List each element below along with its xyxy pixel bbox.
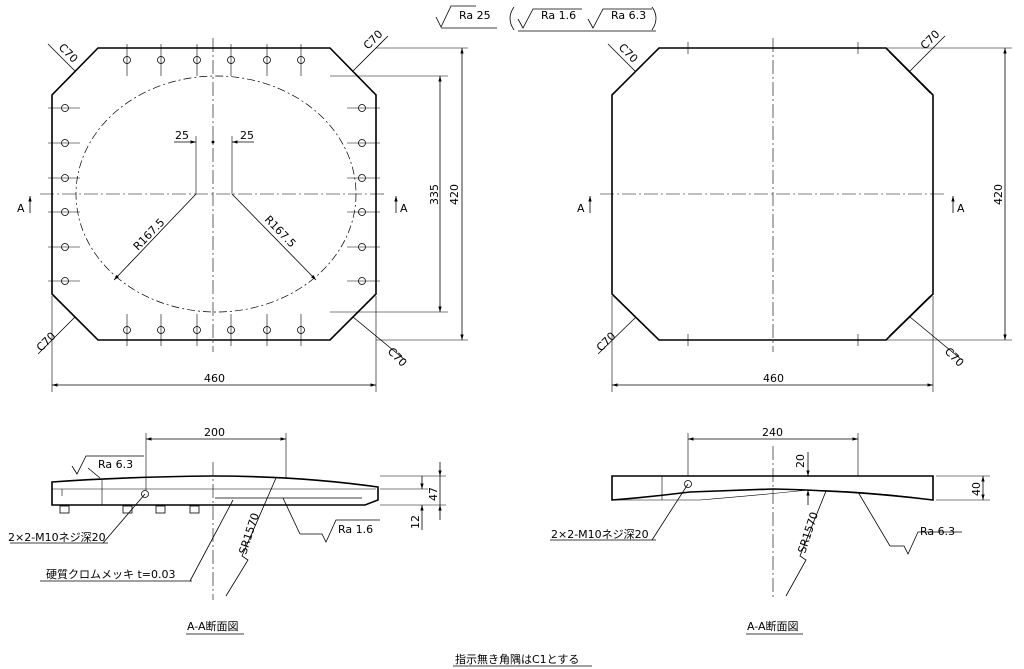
paren-left [509,6,515,31]
roughness-symbol [517,8,582,29]
thread-note: 2×2-M10ネジ深20 [551,528,649,541]
depth-dimension: 20 [794,452,810,505]
bolt [189,505,200,514]
section-mark-right: A [957,202,965,215]
offset-dimensions: 25 25 [174,129,254,194]
depth-label: 20 [794,454,807,468]
finish-callout: Ra 6.3 [857,491,962,555]
section-markers: A A [577,196,965,215]
finish-label: Ra 6.3 [920,525,955,538]
center-marks [687,42,859,346]
bottom-finish-label: Ra 1.6 [338,523,373,536]
left-plan-view: 25 25 R167.5 R167.5 C70 C70 C70 C70 A A [17,28,468,392]
bolt [59,505,70,514]
chamfer-label: C70 [34,330,59,355]
bolt-holes-bottom [123,326,305,334]
thickness-dimensions: 47 12 [380,462,446,530]
bolt-holes-right [358,104,366,285]
section-mark-left: A [17,202,25,215]
sphere-radius-label: SR1570 [236,511,262,556]
top-finish-callout: Ra 6.3 [71,455,144,479]
left-section-view: 200 Ra 6.3 Ra 1.6 47 12 [8,426,446,635]
thread-callout: 2×2-M10ネジ深20 [550,483,689,541]
roughness-alt2-label: Ra 6.3 [611,9,646,22]
thread-callout: 2×2-M10ネジ深20 [8,493,146,544]
section-outline [51,475,379,506]
offset-right-label: 25 [240,129,254,142]
thickness-total-label: 47 [427,487,440,501]
thickness-lower-label: 12 [409,515,422,529]
width-label: 460 [763,372,784,385]
bolt-holes-left [61,104,69,285]
thickness-label: 40 [970,482,983,496]
paren-right [651,6,657,31]
roughness-symbol [71,455,144,475]
length-label: 240 [762,426,783,439]
chamfer-label: C70 [918,28,943,53]
width-dimension: 460 [51,296,377,392]
section-markers: A A [17,196,408,215]
hole-center-marks [48,44,380,346]
sphere-radius-callout: SR1570 [785,490,827,597]
chamfer-label: C70 [385,345,410,370]
length-dimension: 200 [145,426,287,490]
roughness-symbol [890,531,962,555]
chamfer-callouts: C70 C70 C70 C70 [34,28,409,370]
radius-dimensions: R167.5 R167.5 [113,193,317,281]
plate-outline [51,47,377,341]
length-label: 200 [204,426,225,439]
bolt-holes-top [123,56,305,64]
roughness-symbol [587,8,652,29]
top-finish-label: Ra 6.3 [98,458,133,471]
sphere-radius-callout: SR1570 [225,477,277,597]
chamfer-inner-edge [888,295,931,337]
surface-roughness-header: Ra 25 Ra 1.6 Ra 6.3 [435,5,657,32]
thickness-dimension: 40 [936,475,990,501]
bolt [122,505,133,514]
roughness-main-label: Ra 25 [459,9,491,22]
height-dimension: 420 [886,47,1012,341]
chamfer-label: C70 [594,330,619,355]
chamfer-label: C70 [616,41,641,66]
radius-right-label: R167.5 [262,213,299,250]
chamfer-label: C70 [942,345,967,370]
plating-note: 硬質クロムメッキ t=0.03 [46,567,176,581]
chamfer-label: C70 [361,28,386,53]
right-plan-view: C70 C70 C70 C70 A A 420 460 [577,28,1012,392]
footer-note: 指示無き角隅はC1とする [453,652,592,667]
height-dimensions: 335 420 [330,47,468,341]
section-mark-left: A [577,202,585,215]
height-inner-label: 335 [428,184,441,205]
sphere-radius-leader [225,477,277,597]
offset-left-label: 25 [175,129,189,142]
thread-note: 2×2-M10ネジ深20 [8,531,106,544]
right-section-view: 240 20 40 Ra 6.3 2×2-M10ネジ深20 [550,426,990,635]
height-outer-label: 420 [448,184,461,205]
sphere-radius-label: SR1570 [795,510,821,555]
plating-callout: 硬質クロムメッキ t=0.03 [40,499,234,582]
chamfer-callouts: C70 C70 C70 C70 [594,28,966,370]
roughness-alt1-label: Ra 1.6 [541,9,576,22]
width-label: 460 [204,372,225,385]
recess-circle [75,75,357,313]
section-outline [611,475,934,501]
roughness-symbol [435,5,476,28]
chamfer-inner-edge [888,51,931,94]
chamfer-label: C70 [56,41,81,66]
footer-note-text: 指示無き角隅はC1とする [455,652,579,666]
length-dimension: 240 [687,426,859,476]
section-mark-right: A [400,202,408,215]
section-caption: A-A断面図 [187,619,239,633]
radius-left-label: R167.5 [131,216,168,253]
width-dimension: 460 [611,296,934,392]
height-label: 420 [992,184,1005,205]
bolt [155,505,166,514]
sphere-radius-leader [785,490,827,597]
roughness-symbol [300,519,380,543]
bottom-finish-callout: Ra 1.6 [282,497,380,543]
section-caption: A-A断面図 [747,619,799,633]
